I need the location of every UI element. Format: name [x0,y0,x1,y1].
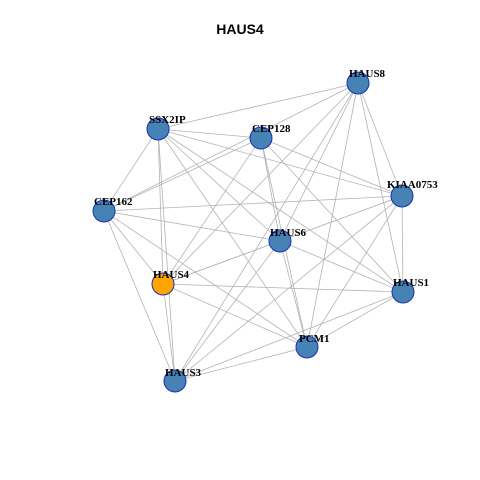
edge-haus8-cep162 [103,82,359,212]
node-haus8[interactable] [346,71,370,95]
edge-pcm1-haus3 [174,346,308,382]
edge-haus1-haus3 [174,291,404,382]
node-label-cep162: CEP162 [94,196,133,208]
edge-haus8-kiaa0753 [357,82,403,197]
edge-kiaa0753-cep162 [103,195,403,212]
node-label-cep128: CEP128 [252,123,291,135]
edge-haus4-pcm1 [162,283,308,348]
edge-haus4-haus1 [162,283,404,293]
edge-cep128-haus6 [260,137,281,242]
node-cep128[interactable] [249,126,273,150]
edge-cep128-cep162 [103,137,262,212]
edge-cep128-haus1 [260,137,404,293]
edge-ssx2ip-cep128 [157,128,262,139]
edge-ssx2ip-cep162 [103,128,159,212]
node-label-haus1: HAUS1 [393,277,429,289]
node-pcm1[interactable] [295,335,319,359]
node-kiaa0753[interactable] [390,184,414,208]
node-haus3[interactable] [163,369,187,393]
node-label-kiaa0753: KIAA0753 [387,179,438,191]
node-label-haus4: HAUS4 [153,269,190,281]
node-haus1[interactable] [391,280,415,304]
node-label-haus8: HAUS8 [349,68,386,80]
edge-kiaa0753-haus1 [401,195,404,293]
edge-haus1-pcm1 [306,291,404,348]
edges-layer [103,82,404,382]
edge-cep128-kiaa0753 [260,137,403,197]
node-haus4[interactable] [151,272,175,296]
edge-haus6-haus1 [279,240,404,293]
edge-ssx2ip-kiaa0753 [157,128,403,197]
edge-ssx2ip-pcm1 [157,128,308,348]
edge-ssx2ip-haus4 [157,128,164,285]
nodes-layer [92,71,415,393]
edge-cep162-pcm1 [103,210,308,348]
node-label-haus6: HAUS6 [270,227,307,239]
edge-cep162-haus4 [103,210,164,285]
edge-cep162-haus6 [103,210,281,242]
edge-ssx2ip-haus1 [157,128,404,293]
edge-haus6-haus4 [162,240,281,285]
edge-haus6-haus3 [174,240,281,382]
edge-cep162-haus3 [103,210,176,382]
edge-ssx2ip-haus6 [157,128,281,242]
node-haus6[interactable] [268,229,292,253]
edge-haus8-ssx2ip [157,82,359,130]
edge-haus4-haus3 [162,283,176,382]
node-label-pcm1: PCM1 [299,333,330,345]
edge-ssx2ip-haus3 [157,128,176,382]
node-label-haus3: HAUS3 [165,367,202,379]
edge-cep128-haus4 [162,137,262,285]
node-label-ssx2ip: SSX2IP [149,114,186,126]
edge-haus8-haus3 [174,82,359,382]
edge-haus8-haus4 [162,82,359,285]
edge-haus6-pcm1 [279,240,308,348]
graph-title: HAUS4 [216,21,264,37]
node-cep162[interactable] [92,199,116,223]
node-ssx2ip[interactable] [146,117,170,141]
